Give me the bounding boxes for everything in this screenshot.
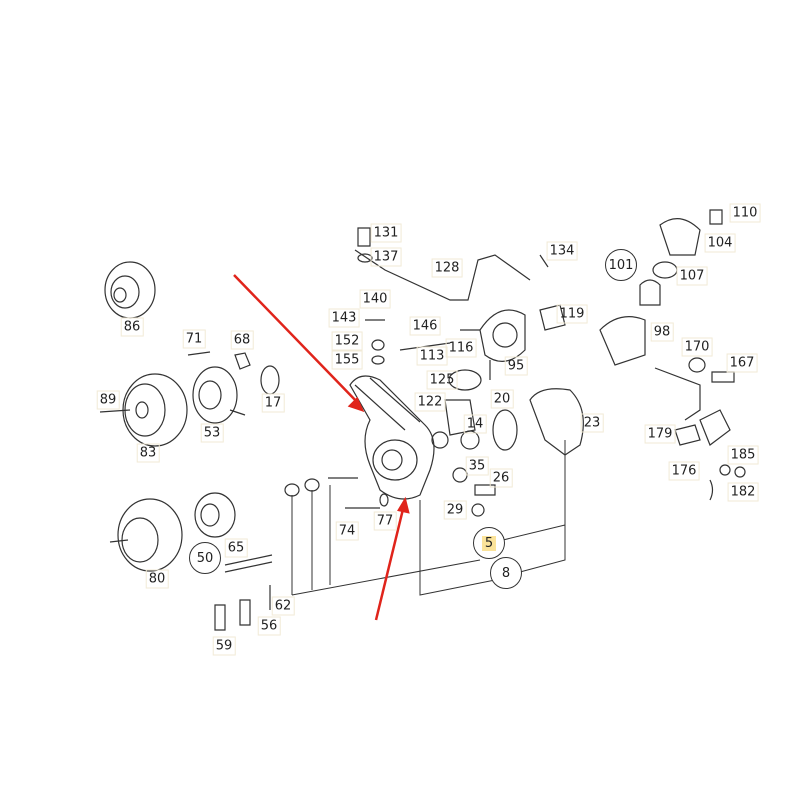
part-label[interactable]: 14 [463,414,487,434]
bolts-143-152-155-113 [365,319,451,365]
sensor-167 [711,371,735,383]
tensioner-65 [194,492,273,573]
part-label[interactable]: 176 [668,461,700,481]
plugs-26-29 [471,484,496,517]
part-label[interactable]: 128 [431,258,463,278]
thermostat-housing-95 [460,309,526,380]
part-label[interactable]: 86 [120,317,144,337]
part-label[interactable]: 83 [136,443,160,463]
part-label[interactable]: 26 [489,468,513,488]
part-label-circled[interactable]: 5 [473,527,505,559]
arrow-1 [233,274,361,406]
part-label[interactable]: 104 [704,233,736,253]
bolt-71-68 [187,351,251,370]
red-arrows [233,274,410,621]
arrow-1-head [347,396,365,413]
parts-176-179 [654,367,731,446]
part-label[interactable]: 74 [335,521,359,541]
flange-104-110 [659,209,723,256]
part-label[interactable]: 59 [212,636,236,656]
part-label[interactable]: 89 [96,390,120,410]
part-label[interactable]: 56 [257,616,281,636]
part-label[interactable]: 110 [729,203,761,223]
part-label[interactable]: 53 [200,423,224,443]
pulley-86 [104,261,156,319]
part-label[interactable]: 35 [465,456,489,476]
part-label[interactable]: 80 [145,569,169,589]
part-label[interactable]: 17 [261,393,285,413]
parts-182-185 [709,464,746,501]
part-label[interactable]: 155 [331,350,363,370]
part-label[interactable]: 119 [556,304,588,324]
part-label-circled[interactable]: 8 [490,557,522,589]
part-label[interactable]: 62 [271,596,295,616]
gasket-23 [529,388,584,456]
pipe-128 [354,249,531,301]
thermostat-101 [639,279,661,306]
part-17 [260,365,280,395]
part-label[interactable]: 134 [546,241,578,261]
part-label[interactable]: 140 [359,289,391,309]
part-label[interactable]: 77 [373,511,397,531]
highlighted-label[interactable]: 5 [481,535,497,551]
part-label[interactable]: 146 [409,316,441,336]
pulley-80 [109,498,183,572]
part-label[interactable]: 185 [727,445,759,465]
pulley-83 [99,373,188,447]
part-label[interactable]: 107 [676,266,708,286]
part-label[interactable]: 170 [681,337,713,357]
part-label[interactable]: 71 [182,329,206,349]
part-20 [492,409,518,451]
part-label[interactable]: 125 [426,370,458,390]
part-label[interactable]: 182 [727,482,759,502]
part-label[interactable]: 113 [416,346,448,366]
part-label[interactable]: 65 [224,538,248,558]
part-label-circled[interactable]: 50 [189,542,221,574]
tensioner-53 [192,366,246,424]
hardware-nuts [284,477,358,497]
part-label[interactable]: 137 [370,247,402,267]
part-label[interactable]: 116 [445,338,477,358]
part-label[interactable]: 29 [443,500,467,520]
gasket-119-134 [539,254,566,331]
brackets-56-59-62 [214,585,271,631]
bolt-74-77 [345,493,389,509]
part-14 [460,430,480,450]
part-label[interactable]: 143 [328,308,360,328]
arrow-2 [374,504,406,621]
bolt-131-washer-137 [357,227,373,263]
washer-170 [688,357,706,373]
clamp-125 [448,369,482,391]
part-label[interactable]: 131 [370,223,402,243]
arrow-2-head [397,496,410,514]
oring-107 [652,261,678,279]
part-label[interactable]: 68 [230,330,254,350]
hose-122 [444,399,476,436]
part-label[interactable]: 98 [650,322,674,342]
part-label[interactable]: 95 [504,356,528,376]
part-label[interactable]: 20 [490,389,514,409]
part-label[interactable]: 167 [726,353,758,373]
part-label[interactable]: 179 [644,424,676,444]
part-label[interactable]: 23 [580,413,604,433]
part-label-circled[interactable]: 101 [605,249,637,281]
part-label[interactable]: 152 [331,331,363,351]
water-pump [349,375,449,500]
housing-98 [599,316,646,366]
part-label[interactable]: 122 [414,392,446,412]
